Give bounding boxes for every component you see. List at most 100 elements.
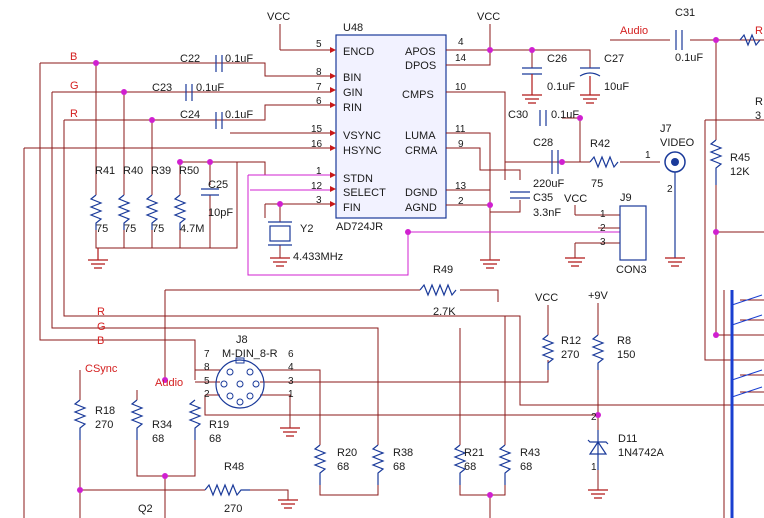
ic-pin-gin: GIN <box>343 87 363 99</box>
r19-ref: R19 <box>209 419 229 431</box>
ic-pinnum-2: 2 <box>458 196 464 207</box>
c28-ref: C28 <box>533 137 553 149</box>
r45-ref: R45 <box>730 152 750 164</box>
ic-pinnum-4: 4 <box>458 37 464 48</box>
r48-value: 270 <box>224 503 242 515</box>
c23-ref: C23 <box>152 82 172 94</box>
c23-value: 0.1uF <box>196 82 224 94</box>
ic-pinnum-14: 14 <box>455 53 467 64</box>
ic-pinnum-16: 16 <box>311 139 323 150</box>
r39-ref: R39 <box>151 165 171 177</box>
c26-value: 0.1uF <box>547 81 575 93</box>
j8-pin7: 7 <box>204 349 210 360</box>
ground-symbols <box>88 74 685 509</box>
resistor-symbols <box>73 33 761 497</box>
c22-value: 0.1uF <box>225 53 253 65</box>
net-r2: R <box>97 306 105 318</box>
ic-pin-rin: RIN <box>343 102 362 114</box>
r40-ref: R40 <box>123 165 143 177</box>
ic-pin-apos: APOS <box>405 46 436 58</box>
c35-ref: C35 <box>533 192 553 204</box>
ic-pin-dpos: DPOS <box>405 60 436 72</box>
r42-ref: R42 <box>590 138 610 150</box>
ic-u48: U48 AD724JR ENCD BIN GIN RIN VSYNC HSYNC… <box>311 22 467 233</box>
d11-value: 1N4742A <box>618 447 665 459</box>
ic-pin-dgnd: DGND <box>405 187 437 199</box>
net-b2: B <box>97 335 104 347</box>
r34-value: 68 <box>152 433 164 445</box>
r50-ref: R50 <box>179 165 199 177</box>
d11-ref: D11 <box>618 433 637 445</box>
ic-pin-luma: LUMA <box>405 130 436 142</box>
r21-value: 68 <box>464 461 476 473</box>
net-b: B <box>70 51 77 63</box>
ic-pinnum-11: 11 <box>455 124 466 135</box>
net-labels: VCC VCC VCC VCC +9V Audio Audio CSync B … <box>70 11 763 389</box>
r50-value: 4.7M <box>180 223 204 235</box>
partial-r-top: R <box>755 25 763 37</box>
ic-pinnum-8: 8 <box>316 67 322 78</box>
net-audio-din: Audio <box>155 377 183 389</box>
ic-pinnum-5: 5 <box>316 39 322 50</box>
ic-pinnum-7: 7 <box>316 82 322 93</box>
ic-pinnum-6: 6 <box>316 96 322 107</box>
ic-pinnum-13: 13 <box>455 181 467 192</box>
net-vcc-j9: VCC <box>564 193 587 205</box>
c25-value: 10pF <box>208 207 233 219</box>
net-vcc-2: VCC <box>477 11 500 23</box>
component-labels: C22 0.1uF C23 0.1uF C24 0.1uF C25 10pF C… <box>95 7 750 515</box>
r20-ref: R20 <box>337 447 357 459</box>
j8-value: M-DIN_8-R <box>222 348 278 360</box>
ic-pin-crma: CRMA <box>405 145 438 157</box>
j7-video-connector-symbol <box>664 151 686 258</box>
ic-u48-ref: U48 <box>343 22 363 34</box>
c25-ref: C25 <box>208 179 228 191</box>
r42-value: 75 <box>591 178 603 190</box>
r45-value: 12K <box>730 166 750 178</box>
q2-ref: Q2 <box>138 503 153 515</box>
r43-ref: R43 <box>520 447 540 459</box>
ic-pinnum-15: 15 <box>311 124 323 135</box>
r49-value: 2.7K <box>433 306 456 318</box>
crystal-y2-symbol <box>268 221 292 246</box>
j9-pin3: 3 <box>600 237 606 248</box>
r41-value: 75 <box>96 223 108 235</box>
net-vcc-r12: VCC <box>535 292 558 304</box>
junctions <box>77 37 719 498</box>
ic-u48-body <box>335 34 447 219</box>
net-vcc-1: VCC <box>267 11 290 23</box>
r18-ref: R18 <box>95 405 115 417</box>
d11-pin2: 2 <box>591 412 597 423</box>
ic-pinnum-1: 1 <box>316 166 322 177</box>
ic-pinnum-12: 12 <box>311 181 323 192</box>
c24-value: 0.1uF <box>225 109 253 121</box>
net-r: R <box>70 108 78 120</box>
j9-pin1: 1 <box>600 209 606 220</box>
ic-u48-part: AD724JR <box>336 221 383 233</box>
j7-value: VIDEO <box>660 137 695 149</box>
ic-pin-hsync: HSYNC <box>343 145 382 157</box>
r43-value: 68 <box>520 461 532 473</box>
ic-pinnum-3: 3 <box>316 195 322 206</box>
net-g2: G <box>97 321 106 333</box>
wires <box>23 24 764 518</box>
ic-pinnum-9: 9 <box>458 139 464 150</box>
ic-pinnum-10: 10 <box>455 82 467 93</box>
j8-pin5: 5 <box>204 376 210 387</box>
j8-din-connector-symbol <box>215 357 265 409</box>
j8-ref: J8 <box>236 334 248 346</box>
y2-ref: Y2 <box>300 223 313 235</box>
d11-zener-symbol <box>587 430 609 470</box>
net-csync: CSync <box>85 363 118 375</box>
j8-pin4: 4 <box>288 362 294 373</box>
j7-pin2: 2 <box>667 184 673 195</box>
ic-pin-cmps: CMPS <box>402 89 434 101</box>
r40-value: 75 <box>124 223 136 235</box>
c31-ref: C31 <box>675 7 695 19</box>
r38-ref: R38 <box>393 447 413 459</box>
net-audio-top: Audio <box>620 25 648 37</box>
net-g: G <box>70 80 79 92</box>
partial-val: 3 <box>755 110 761 122</box>
r39-value: 75 <box>152 223 164 235</box>
